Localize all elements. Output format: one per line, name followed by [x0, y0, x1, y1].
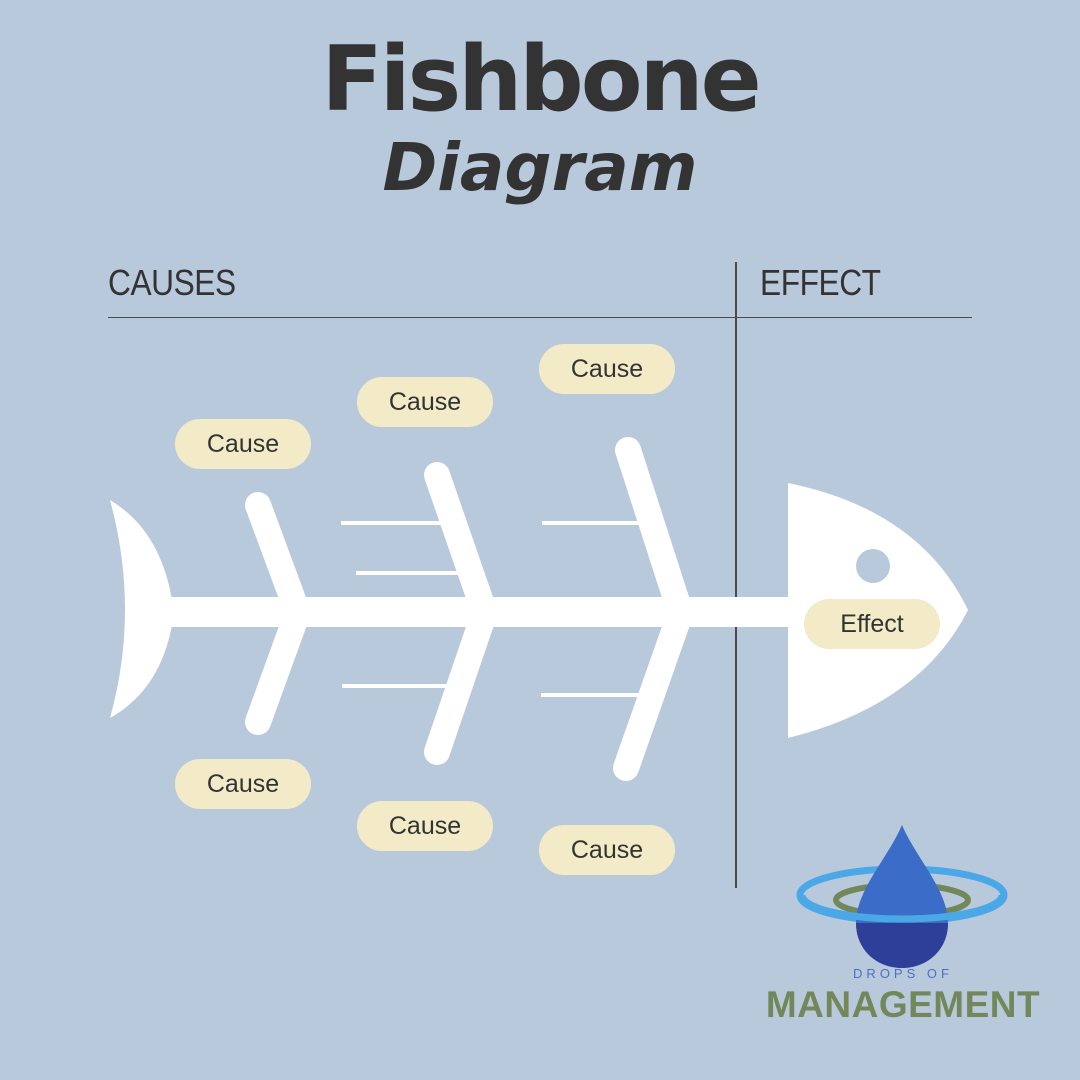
bone-top-2 [424, 462, 495, 618]
cause-label-bottom-3: Cause [539, 825, 675, 875]
cause-label-bottom-2: Cause [357, 801, 493, 851]
bone-top-3 [615, 437, 691, 618]
causes-heading: CAUSES [108, 262, 236, 303]
cause-label-top-1: Cause [175, 419, 311, 469]
title-main: Fishbone [321, 27, 761, 132]
header-divider [108, 317, 972, 318]
title-sub: Diagram [382, 129, 698, 206]
bone-top-1 [245, 492, 308, 618]
fish-eye [856, 549, 890, 583]
bone-bottom-3 [613, 607, 691, 781]
effect-heading: EFFECT [760, 262, 881, 303]
brand-name: MANAGEMENT [765, 984, 1041, 1025]
brand-tagline: DROPS OF [853, 966, 953, 981]
bone-bottom-2 [424, 607, 495, 765]
cause-label-top-2: Cause [357, 377, 493, 427]
causes-effect-divider [735, 262, 737, 888]
cause-label-bottom-1: Cause [175, 759, 311, 809]
effect-label: Effect [804, 599, 940, 649]
fish-tail [110, 500, 172, 718]
cause-label-top-3: Cause [539, 344, 675, 394]
bone-bottom-1 [245, 607, 308, 735]
water-drop-icon [796, 825, 1008, 968]
